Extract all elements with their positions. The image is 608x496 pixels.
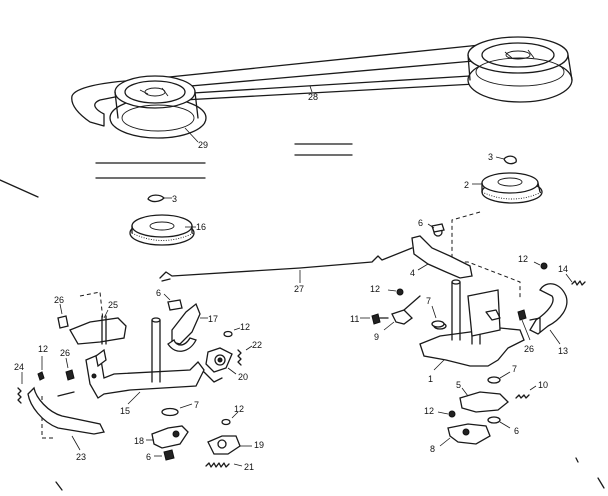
nut-12-left-mid bbox=[223, 327, 241, 338]
washer-7-right-low bbox=[487, 371, 511, 384]
left-ribbon-spool bbox=[109, 75, 207, 139]
lever-18 bbox=[146, 425, 189, 449]
callout-21: 21 bbox=[244, 462, 254, 472]
clip-3-right bbox=[495, 155, 517, 165]
callout-23: 23 bbox=[76, 452, 86, 462]
washer-6-right-low bbox=[487, 416, 511, 429]
callout-4: 4 bbox=[410, 268, 415, 278]
callout-2: 2 bbox=[464, 180, 469, 190]
callout-12: 12 bbox=[518, 254, 528, 264]
lever-19 bbox=[207, 435, 252, 455]
pin-12-left bbox=[37, 356, 45, 381]
callout-25: 25 bbox=[108, 300, 118, 310]
stud-26-left-top bbox=[57, 303, 69, 329]
callout-16: 16 bbox=[196, 222, 206, 232]
nut-12-right-top bbox=[533, 261, 548, 270]
lever-17 bbox=[167, 302, 208, 352]
callout-11: 11 bbox=[350, 314, 359, 324]
spring-14 bbox=[565, 273, 586, 286]
callout-6: 6 bbox=[514, 426, 519, 436]
callout-12: 12 bbox=[38, 344, 48, 354]
callout-1: 1 bbox=[428, 374, 433, 384]
latch-9 bbox=[383, 295, 421, 331]
spring-arm-24 bbox=[17, 372, 23, 404]
callout-12: 12 bbox=[370, 284, 380, 294]
bracket-13 bbox=[529, 283, 568, 345]
separator-lines bbox=[0, 143, 353, 198]
callout-labels: 28 29 3 2 3 16 6 4 12 14 27 6 26 25 17 1… bbox=[14, 92, 568, 472]
stud-26-left-mid bbox=[65, 357, 75, 381]
callout-6: 6 bbox=[146, 452, 151, 462]
bracket-20 bbox=[203, 347, 237, 383]
screw-11 bbox=[360, 313, 389, 325]
pin-26-right bbox=[517, 309, 531, 341]
callout-27: 27 bbox=[294, 284, 304, 294]
spring-22 bbox=[237, 345, 253, 366]
callout-26: 26 bbox=[524, 344, 534, 354]
lever-4 bbox=[411, 227, 473, 279]
callout-18: 18 bbox=[134, 436, 144, 446]
callout-28: 28 bbox=[308, 92, 318, 102]
arm-25 bbox=[69, 309, 127, 345]
callout-14: 14 bbox=[558, 264, 568, 274]
bottom-mark bbox=[55, 481, 63, 491]
callout-20: 20 bbox=[238, 372, 248, 382]
washer-7-right-top bbox=[431, 305, 445, 328]
callout-3: 3 bbox=[488, 152, 493, 162]
callout-29: 29 bbox=[198, 140, 208, 150]
pin-12-left-low bbox=[221, 411, 239, 426]
callout-7: 7 bbox=[426, 296, 431, 306]
link-rod-27 bbox=[159, 247, 413, 283]
plate-5 bbox=[459, 387, 509, 413]
screw-6-right-top bbox=[427, 223, 445, 233]
cam-8 bbox=[439, 423, 491, 447]
screw-6-left-top bbox=[163, 293, 183, 311]
callout-5: 5 bbox=[456, 380, 461, 390]
callout-6: 6 bbox=[418, 218, 423, 228]
screw-6-left-low bbox=[154, 449, 175, 461]
clip-3-left bbox=[147, 194, 172, 203]
guide-line-right bbox=[451, 211, 521, 300]
callout-9: 9 bbox=[374, 332, 379, 342]
frame-15 bbox=[85, 317, 205, 405]
callout-26: 26 bbox=[54, 295, 64, 305]
callout-13: 13 bbox=[558, 346, 568, 356]
callout-12: 12 bbox=[234, 404, 244, 414]
callout-3: 3 bbox=[172, 194, 177, 204]
ribbon-assembly bbox=[71, 36, 573, 143]
spring-10 bbox=[515, 385, 537, 399]
callout-17: 17 bbox=[208, 314, 218, 324]
callout-7: 7 bbox=[194, 400, 199, 410]
callout-6: 6 bbox=[156, 288, 161, 298]
right-ribbon-spool bbox=[467, 36, 573, 103]
callout-12: 12 bbox=[240, 322, 250, 332]
callout-22: 22 bbox=[252, 340, 262, 350]
spring-21 bbox=[205, 462, 243, 468]
callout-15: 15 bbox=[120, 406, 130, 416]
nut-12-right-low bbox=[437, 410, 456, 418]
washer-7-left bbox=[161, 403, 193, 417]
callout-8: 8 bbox=[430, 444, 435, 454]
callout-26: 26 bbox=[60, 348, 70, 358]
nut-12-right-mid bbox=[387, 288, 404, 296]
callout-19: 19 bbox=[254, 440, 264, 450]
base-plate-1 bbox=[419, 279, 525, 371]
gear-16 bbox=[129, 214, 196, 246]
callout-7: 7 bbox=[512, 364, 517, 374]
corner-mark bbox=[575, 457, 605, 489]
callout-10: 10 bbox=[538, 380, 548, 390]
gear-2 bbox=[472, 172, 543, 204]
callout-24: 24 bbox=[14, 362, 24, 372]
arm-23 bbox=[27, 386, 105, 451]
callout-12: 12 bbox=[424, 406, 434, 416]
